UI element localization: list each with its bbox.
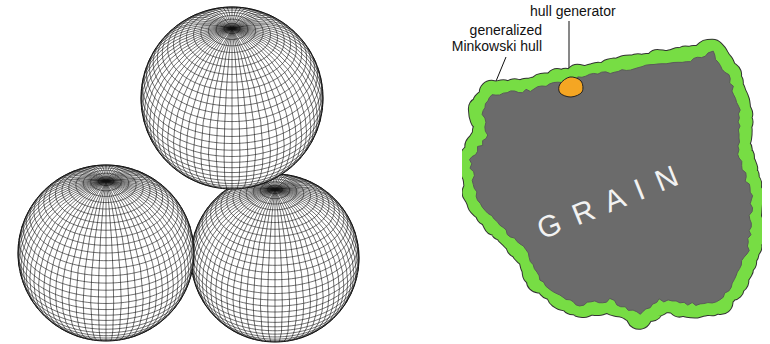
callout-label: hull generator — [530, 3, 650, 19]
callout-label: generalized Minkowski hull — [430, 22, 542, 54]
hull-generator — [559, 77, 583, 97]
wireframe-sphere — [191, 174, 359, 342]
hull-outline — [469, 52, 753, 317]
grain-region: G R A I N — [462, 38, 762, 330]
wireframe-sphere — [18, 165, 194, 341]
grain-body — [469, 51, 752, 314]
wireframe-sphere — [141, 7, 323, 189]
minkowski-hull — [469, 52, 753, 317]
